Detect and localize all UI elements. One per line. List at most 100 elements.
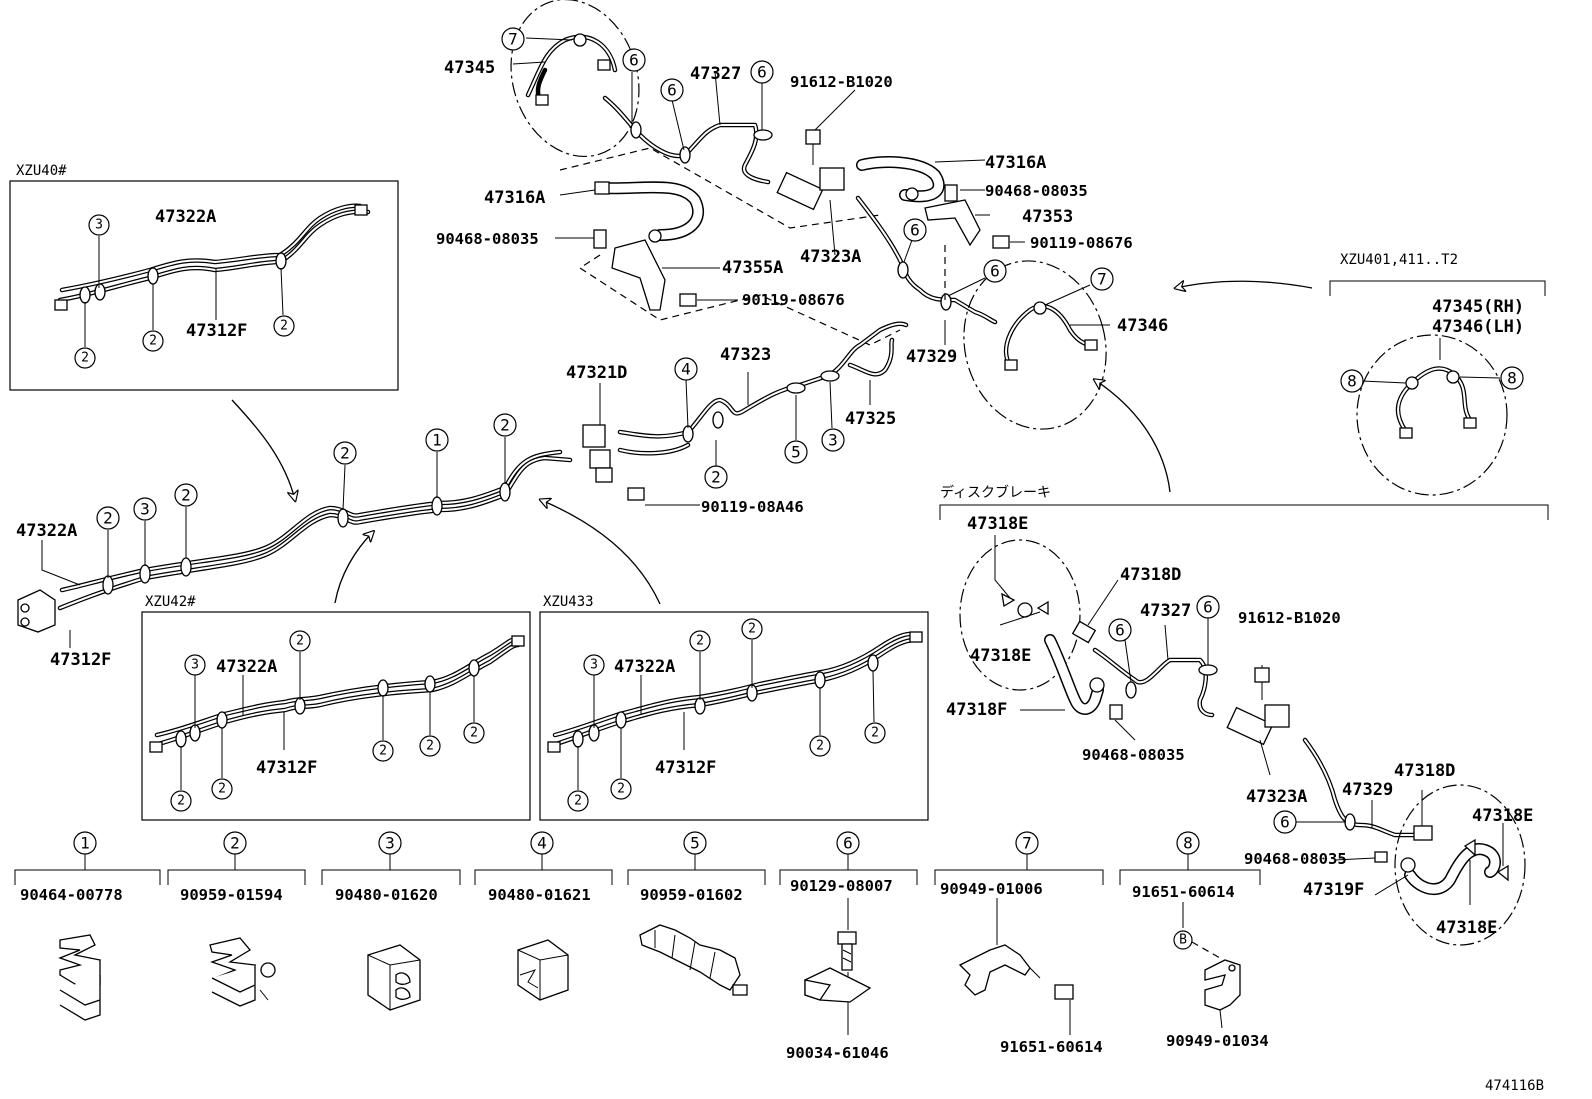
label-90119-08676-right: 90119-08676 bbox=[1030, 234, 1133, 252]
label-xzu42-47312F: 47312F bbox=[256, 758, 317, 778]
svg-text:1: 1 bbox=[80, 834, 90, 853]
svg-text:2: 2 bbox=[181, 486, 191, 505]
svg-text:3: 3 bbox=[140, 500, 150, 519]
xzu433-variant-box: XZU433 47322A 47312F 3 2 2 2 2 2 2 bbox=[539, 594, 929, 821]
callout-2: 2 bbox=[174, 483, 198, 507]
callout-6: 6 bbox=[622, 48, 646, 72]
label-91612-B1020: 91612-B1020 bbox=[1238, 609, 1341, 627]
callout-3: 3 bbox=[133, 497, 157, 521]
callout-6: 6 bbox=[660, 78, 684, 102]
callout-8: 8 bbox=[1340, 369, 1364, 393]
label-xzu40-47312F: 47312F bbox=[186, 321, 247, 341]
svg-text:2: 2 bbox=[816, 739, 824, 754]
callout-5: 5 bbox=[784, 440, 808, 464]
label-47318D: 47318D bbox=[1394, 761, 1455, 781]
svg-text:2: 2 bbox=[280, 319, 288, 334]
svg-text:2: 2 bbox=[711, 468, 721, 487]
label-47327: 47327 bbox=[1140, 601, 1191, 621]
callout-2: 2 bbox=[74, 347, 96, 369]
svg-text:7: 7 bbox=[508, 30, 518, 49]
label-47318E: 47318E bbox=[967, 514, 1028, 534]
callout-3: 3 bbox=[88, 214, 110, 236]
callout-2: 2 bbox=[610, 778, 632, 800]
label-47318F: 47318F bbox=[946, 700, 1007, 720]
svg-text:2: 2 bbox=[574, 794, 582, 809]
svg-text:3: 3 bbox=[828, 431, 838, 450]
label-47316A-left: 47316A bbox=[484, 188, 545, 208]
svg-text:2: 2 bbox=[426, 739, 434, 754]
callout-2: 2 bbox=[493, 413, 517, 437]
label-47321D: 47321D bbox=[566, 363, 627, 383]
label-xzu433-47322A: 47322A bbox=[614, 657, 675, 677]
svg-text:6: 6 bbox=[667, 81, 677, 100]
callout-7: 7 bbox=[501, 27, 525, 51]
callout-2: 2 bbox=[741, 618, 763, 640]
legend-part-number: 91651-60614 bbox=[1132, 883, 1235, 901]
callout-2: 2 bbox=[289, 630, 311, 652]
callout-2: 2 bbox=[211, 778, 233, 800]
callout-6: 6 bbox=[1108, 618, 1132, 642]
svg-text:2: 2 bbox=[340, 444, 350, 463]
label-47325: 47325 bbox=[845, 409, 896, 429]
label-47329: 47329 bbox=[906, 347, 957, 367]
top-labels: 47345 47327 91612-B1020 47316A 90468-080… bbox=[436, 58, 1168, 367]
callout-3: 3 bbox=[821, 428, 845, 452]
legend-item-4: 4 90480-01621 bbox=[474, 831, 613, 1001]
label-47355A: 47355A bbox=[722, 258, 783, 278]
legend-part-number: 90959-01594 bbox=[180, 886, 283, 904]
svg-text:4: 4 bbox=[537, 834, 547, 853]
svg-text:2: 2 bbox=[177, 794, 185, 809]
svg-text:2: 2 bbox=[230, 834, 240, 853]
label-47329: 47329 bbox=[1342, 780, 1393, 800]
callout-2: 2 bbox=[333, 441, 357, 465]
legend-part-number: 90464-00778 bbox=[20, 886, 123, 904]
parts-legend: 1 90464-00778 2 90959-01594 3 90480-0162… bbox=[14, 831, 1269, 1062]
label-47323A: 47323A bbox=[1246, 787, 1307, 807]
main-pipe bbox=[17, 281, 1313, 648]
legend-part-number: 90959-01602 bbox=[640, 886, 743, 904]
svg-text:7: 7 bbox=[1022, 834, 1032, 853]
main-callouts: 2 3 2 2 1 2 bbox=[96, 413, 517, 530]
label-xzu40: XZU40# bbox=[16, 163, 67, 179]
label-xzu40-47322A: 47322A bbox=[155, 207, 216, 227]
svg-text:3: 3 bbox=[95, 218, 103, 233]
svg-text:2: 2 bbox=[218, 782, 226, 797]
callout-2: 2 bbox=[567, 790, 589, 812]
label-90119-08676-left: 90119-08676 bbox=[742, 291, 845, 309]
label-90119-08A46: 90119-08A46 bbox=[701, 498, 804, 516]
legend-part-number: 90480-01621 bbox=[488, 886, 591, 904]
callout-2: 2 bbox=[809, 735, 831, 757]
callout-7: 7 bbox=[1090, 267, 1114, 291]
svg-text:6: 6 bbox=[1203, 598, 1213, 617]
label-47318E: 47318E bbox=[1436, 918, 1497, 938]
callout-6: 6 bbox=[903, 218, 927, 242]
callout-2: 2 bbox=[142, 330, 164, 352]
legend-part-number: 90480-01620 bbox=[335, 886, 438, 904]
svg-text:3: 3 bbox=[385, 834, 395, 853]
label-47346: 47346 bbox=[1117, 316, 1168, 336]
label-xzu42-47322A: 47322A bbox=[216, 657, 277, 677]
svg-text:8: 8 bbox=[1183, 834, 1193, 853]
callout-2: 2 bbox=[96, 506, 120, 530]
svg-text:6: 6 bbox=[843, 834, 853, 853]
svg-text:7: 7 bbox=[1097, 270, 1107, 289]
top-callouts: 7 6 6 6 6 6 7 bbox=[501, 27, 1114, 291]
callout-2: 2 bbox=[419, 735, 441, 757]
svg-text:4: 4 bbox=[681, 360, 691, 379]
callout-2: 2 bbox=[704, 465, 728, 489]
label-xzu401: XZU401,411..T2 bbox=[1340, 252, 1458, 268]
svg-text:2: 2 bbox=[470, 726, 478, 741]
label-47323: 47323 bbox=[720, 345, 771, 365]
label-47316A-right: 47316A bbox=[985, 153, 1046, 173]
svg-text:2: 2 bbox=[81, 351, 89, 366]
label-47319F: 47319F bbox=[1303, 880, 1364, 900]
legend-item-5: 5 90959-01602 bbox=[627, 831, 766, 996]
middle-labels: 47321D 47323 47325 90119-08A46 bbox=[566, 345, 896, 516]
label-xzu433: XZU433 bbox=[543, 594, 594, 610]
label-47318D: 47318D bbox=[1120, 565, 1181, 585]
label-xzu42: XZU42# bbox=[145, 594, 196, 610]
label-90468-08035-right: 90468-08035 bbox=[985, 182, 1088, 200]
svg-text:6: 6 bbox=[910, 221, 920, 240]
main-labels: 47322A 47312F bbox=[16, 521, 111, 670]
callout-6: 6 bbox=[1196, 595, 1220, 619]
